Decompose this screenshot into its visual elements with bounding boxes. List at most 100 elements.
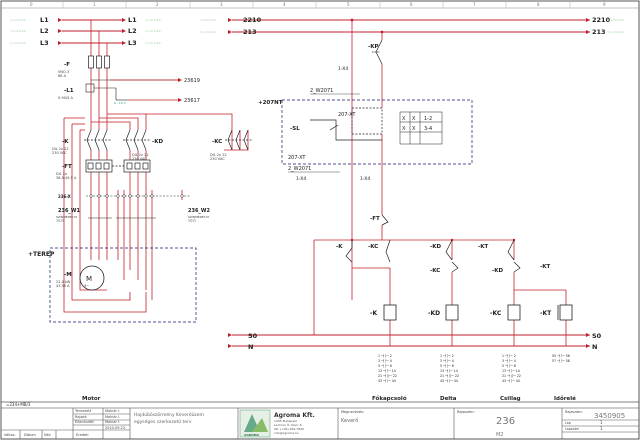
tb-project-2: egységes szerkezetű terv: [134, 418, 192, 425]
svg-text:X: X: [402, 126, 406, 132]
tb-row-val-1: Molnár I.: [105, 415, 120, 419]
svg-text:M: M: [86, 275, 92, 283]
rung-kd-label: -KD: [430, 244, 442, 250]
bus-label-l2-right: L2: [128, 27, 137, 35]
tb-lapszam-label: Lapszám: [565, 427, 579, 431]
tb-row-label-0: Tervezett: [74, 409, 92, 413]
column-label-motor: Motor: [82, 396, 101, 402]
svg-text:=+/1.0.10: =+/1.0.10: [10, 41, 26, 45]
fuse-f-label: -F: [64, 62, 70, 68]
selector-sl: [310, 107, 383, 141]
column-label-idorele: Időrelé: [554, 395, 576, 402]
svg-text:3-4: 3-4: [424, 126, 432, 132]
rung-kt-label: -KT: [478, 244, 489, 250]
rung-kc-label: -KC: [368, 244, 378, 250]
cable-w2071-bottom: 2_W2071: [288, 166, 311, 172]
control-wires: [313, 20, 567, 346]
col-num: 2: [156, 2, 159, 7]
col-num: 1: [93, 2, 96, 7]
ref-23619: 23619: [184, 78, 200, 84]
svg-text:1 ─┤├─ 2: 1 ─┤├─ 2: [440, 354, 454, 358]
bus-label-213: 213: [243, 28, 257, 36]
tb-rajzszam: 3450905: [594, 412, 625, 420]
tb-rajzszam-label: Rajzszám:: [565, 410, 583, 414]
tb-date: 2010.09.23.: [105, 426, 126, 430]
rung-k-label: -K: [336, 244, 343, 250]
contact-ft-label: -FT: [370, 216, 380, 222]
svg-text:=+/1.0.10: =+/1.0.10: [10, 29, 26, 33]
thermal-relay-label: -FT: [62, 164, 72, 170]
field-box: [49, 247, 197, 323]
bus-label-l3: L3: [40, 39, 49, 47]
svg-text:0 - 10 V: 0 - 10 V: [114, 101, 127, 105]
col-num: 7: [473, 2, 476, 7]
tb-megnevezes: Keverő: [341, 418, 358, 424]
ref-23617: 23617: [184, 98, 200, 104]
coils: [383, 304, 573, 321]
motor-m: M 3~: [79, 265, 105, 291]
svg-text:21 ─┤/├─ 22: 21 ─┤/├─ 22: [378, 374, 397, 378]
col-num: 0: [30, 2, 33, 7]
svg-text:1095 Budapest: 1095 Budapest: [274, 419, 298, 423]
column-label-csillag: Csillag: [500, 396, 521, 402]
bus-label-l1-right: L1: [128, 16, 137, 24]
coil-k-label: -K: [370, 310, 377, 317]
svg-text:3~: 3~: [84, 284, 89, 288]
terminal-1x4-mid2: 1-X4: [360, 176, 370, 182]
power-buses: [62, 19, 590, 347]
title-block-grid: [0, 407, 640, 440]
contactor-kc-label: -KC: [212, 139, 222, 145]
contact-ft: [381, 214, 389, 226]
svg-text:13 ─┤├─ 14: 13 ─┤├─ 14: [378, 369, 396, 373]
sheet-ref-bottom-left: =234+MB/3: [6, 402, 31, 407]
xt207-bottom: 207-XT: [288, 155, 306, 161]
tb-row-label-2: Ellenőrzött: [75, 420, 94, 424]
rung-kt2-label: -KT: [540, 264, 551, 270]
tb-row-val-0: Molnár I.: [105, 409, 120, 413]
column-label-fokapcsolo: Főkapcsoló: [372, 395, 407, 402]
svg-text:Tel: (+36) 456-7890: Tel: (+36) 456-7890: [273, 427, 304, 431]
col-num: 9: [603, 2, 606, 7]
fuse-f: [88, 55, 110, 69]
terminal-1x4-top: 1-X4: [338, 66, 348, 72]
bus-label-213-right: 213: [592, 28, 606, 36]
col-num: 6: [410, 2, 413, 7]
svg-text:3 ─┤├─ 4: 3 ─┤├─ 4: [502, 359, 516, 363]
svg-text:13 ─┤├─ 14: 13 ─┤├─ 14: [440, 369, 458, 373]
sensor-l1-sub: 0-90/5 A: [58, 96, 73, 100]
tb-bottom-1: Dátum: [24, 433, 36, 437]
tb-lap-label: Lap: [565, 421, 571, 425]
contactor-k-label: -K: [62, 139, 69, 145]
motor-label: -M: [64, 272, 72, 278]
panel-207nt: [281, 99, 473, 165]
svg-text:AGROMA: AGROMA: [244, 433, 260, 437]
svg-text:X: X: [402, 116, 406, 122]
bus-label-l1: L1: [40, 16, 49, 24]
bus-label-n: N: [248, 343, 253, 351]
contactor-kd-power: [123, 129, 150, 151]
contactor-k-power: [84, 129, 112, 151]
svg-text:43 ─┤├─ 44: 43 ─┤├─ 44: [378, 379, 396, 383]
switch-kp-label: -KP: [368, 44, 379, 50]
cable-w2071-top: 2_W2071: [310, 88, 333, 94]
coil-kd-label: -KD: [428, 310, 440, 317]
tb-bottom-2: Név: [44, 433, 51, 437]
column-label-delta: Delta: [440, 396, 457, 402]
bus-label-2210-right: 2210: [592, 16, 611, 24]
xt207-label: 207-XT: [338, 112, 356, 118]
tb-row-val-2: Molnár I.: [105, 420, 120, 424]
panel-207nt-label: +207NT: [258, 100, 283, 106]
tb-mezo-label: Rajzszám:: [457, 410, 475, 414]
sensor-l1: [85, 79, 178, 101]
col-num: 5: [347, 2, 350, 7]
coil-kc-label: -KC: [490, 310, 502, 317]
bus-label-2210: 2210: [243, 16, 262, 24]
